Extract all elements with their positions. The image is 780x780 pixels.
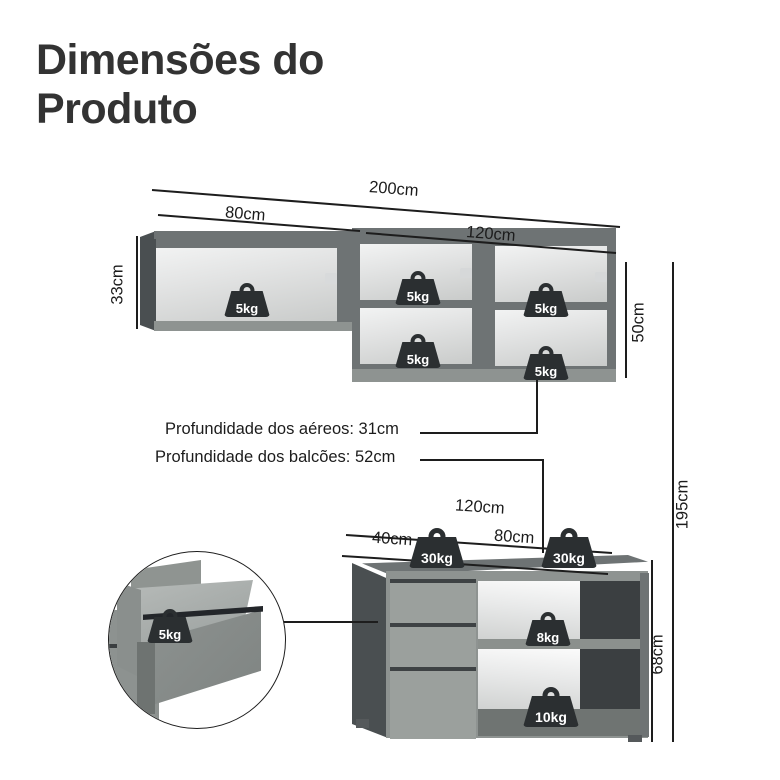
weight-label: 8kg <box>536 630 560 645</box>
weight-icon-body <box>147 617 193 643</box>
weight-badge-counter-shelf-upper: 8kg <box>525 612 571 646</box>
counter-drawer-bottom <box>390 667 476 739</box>
weight-icon-body <box>395 279 441 305</box>
dim-counter-40cm: 40cm <box>371 528 413 550</box>
weight-label: 30kg <box>421 550 453 566</box>
weight-icon-body <box>224 291 270 317</box>
dim-120cm: 120cm <box>465 223 517 245</box>
dim-33cm: 33cm <box>108 264 127 305</box>
upper-left-top-panel <box>154 231 352 239</box>
weight-badge-drawer-detail: 5kg <box>147 609 193 643</box>
page-title-line-2: Produto <box>36 85 198 134</box>
note-depth-balcoes: Profundidade dos balcões: 52cm <box>155 448 396 466</box>
weight-icon-body <box>523 354 569 380</box>
drawer-detail-front-side <box>137 642 155 714</box>
counter-foot-left <box>356 719 369 728</box>
counter-foot-right <box>628 735 642 742</box>
note-depth-aereos: Profundidade dos aéreos: 31cm <box>165 420 399 438</box>
weight-icon-body <box>541 537 597 568</box>
weight-badge-upper-right-top-left: 5kg <box>395 271 441 305</box>
weight-label: 5kg <box>406 289 430 304</box>
weight-icon-body <box>523 291 569 317</box>
dim-80cm: 80cm <box>224 203 267 225</box>
weight-label: 30kg <box>553 550 585 566</box>
counter-shelf-lower-side-panel <box>580 649 642 711</box>
weight-badge-upper-left-shelf: 5kg <box>224 283 270 317</box>
upper-right-handle-nub-1 <box>460 268 472 278</box>
weight-icon-body <box>409 537 465 568</box>
page-title: Dimensões do Produto <box>36 36 456 135</box>
lower-counter <box>352 549 652 744</box>
upper-left-right-wall <box>337 239 352 322</box>
counter-shelf-upper-side-panel <box>580 581 642 641</box>
weight-badge-counter-shelf-lower: 10kg <box>523 687 579 727</box>
dim-200cm: 200cm <box>368 178 420 200</box>
upper-left-bottom-panel <box>154 321 352 331</box>
upper-right-bottom-panel <box>352 369 616 382</box>
upper-right-handle-nub-2 <box>595 272 607 282</box>
drawer-detail-callout <box>108 551 286 729</box>
weight-badge-counter-top-left: 30kg <box>409 528 465 568</box>
dim-68cm: 68cm <box>648 634 667 675</box>
upper-left-side-panel <box>140 231 156 331</box>
weight-badge-upper-right-bottom-right: 5kg <box>523 346 569 380</box>
weight-icon-body <box>525 620 571 646</box>
dim-50cm: 50cm <box>629 302 648 343</box>
counter-left-side-panel <box>352 563 388 738</box>
weight-label: 5kg <box>534 301 558 316</box>
weight-icon-body <box>395 342 441 368</box>
weight-label: 5kg <box>235 301 259 316</box>
upper-right-cabinet <box>352 228 616 382</box>
counter-right-edge <box>640 573 649 737</box>
upper-left-handle-nub <box>325 273 337 284</box>
weight-label: 10kg <box>535 709 567 725</box>
counter-drawer-middle <box>390 623 476 667</box>
weight-label: 5kg <box>158 627 182 642</box>
page-title-line-1: Dimensões do <box>36 36 324 84</box>
dim-195cm: 195cm <box>673 479 692 530</box>
weight-label: 5kg <box>406 352 430 367</box>
weight-label: 5kg <box>534 364 558 379</box>
dim-counter-80cm: 80cm <box>493 526 535 548</box>
upper-left-top-recess <box>156 239 352 248</box>
dim-counter-120cm: 120cm <box>454 496 506 518</box>
weight-badge-upper-right-bottom-left: 5kg <box>395 334 441 368</box>
weight-badge-upper-right-top-right: 5kg <box>523 283 569 317</box>
counter-drawer-top <box>390 579 476 623</box>
weight-icon-body <box>523 696 579 727</box>
weight-badge-counter-top-right: 30kg <box>541 528 597 568</box>
